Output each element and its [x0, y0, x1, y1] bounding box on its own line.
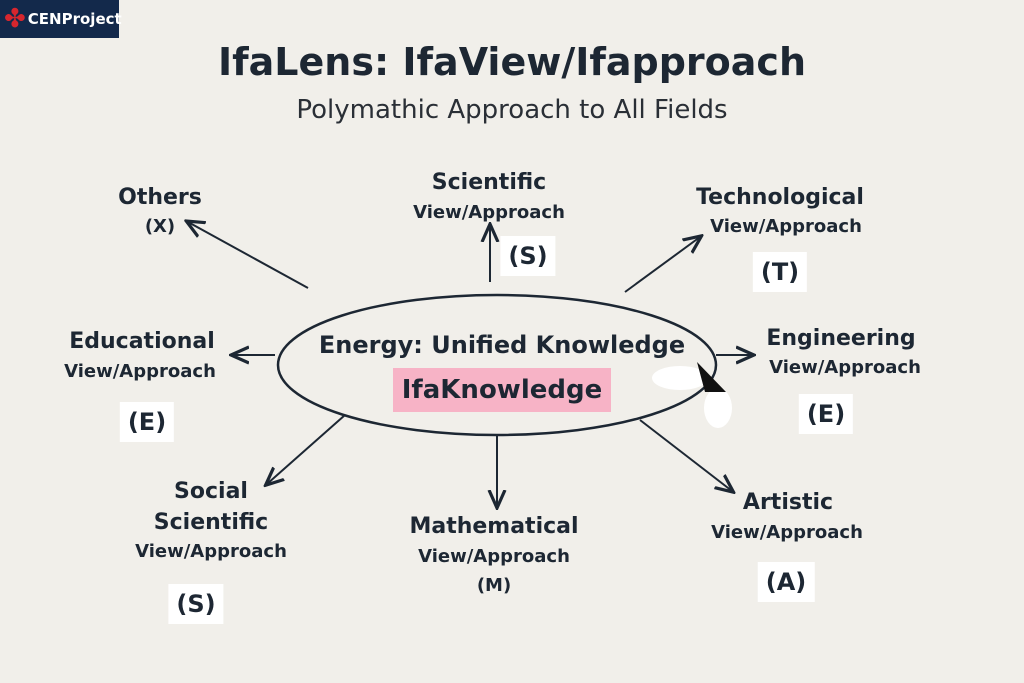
- educational-label: Educational: [69, 329, 215, 354]
- artistic-sub: View/Approach: [711, 522, 863, 543]
- center-line1: Energy: Unified Knowledge: [318, 331, 686, 359]
- engineering-code: (E): [798, 394, 854, 434]
- scientific-code: (S): [500, 236, 556, 276]
- social-label-2: Scientific: [153, 510, 269, 535]
- technological-code: (T): [752, 252, 808, 292]
- center-ellipse: [276, 293, 718, 437]
- mathematical-code: (M): [476, 575, 512, 596]
- cenproject-logo: ✤ CENProject: [0, 0, 122, 38]
- cursor-arrow-icon: [697, 362, 726, 392]
- social-code: (S): [168, 584, 224, 624]
- mathematical-label: Mathematical: [409, 514, 579, 539]
- page-title: IfaLens: IfaView/Ifapproach: [217, 40, 807, 84]
- artistic-code: (A): [757, 562, 815, 602]
- social-sub: View/Approach: [135, 541, 287, 562]
- arrow-artistic: [639, 419, 732, 491]
- social-label-1: Social: [174, 479, 248, 504]
- scientific-label: Scientific: [431, 170, 547, 195]
- engineering-label: Engineering: [766, 326, 916, 351]
- scientific-sub: View/Approach: [413, 202, 565, 223]
- arrow-social: [267, 414, 346, 484]
- artistic-label: Artistic: [742, 490, 834, 515]
- arrow-technological: [624, 237, 700, 293]
- engineering-sub: View/Approach: [769, 357, 921, 378]
- educational-sub: View/Approach: [64, 361, 216, 382]
- educational-code: (E): [119, 402, 175, 442]
- arrow-others: [188, 222, 309, 289]
- technological-label: Technological: [696, 185, 864, 210]
- others-code: (X): [144, 216, 176, 237]
- technological-sub: View/Approach: [710, 216, 862, 237]
- page-subtitle: Polymathic Approach to All Fields: [296, 95, 728, 125]
- logo-text: CENProject: [27, 10, 122, 28]
- others-label: Others: [118, 185, 202, 210]
- center-highlight: IfaKnowledge: [393, 368, 611, 412]
- flower-logo-icon: ✤: [4, 4, 26, 34]
- mathematical-sub: View/Approach: [418, 546, 570, 567]
